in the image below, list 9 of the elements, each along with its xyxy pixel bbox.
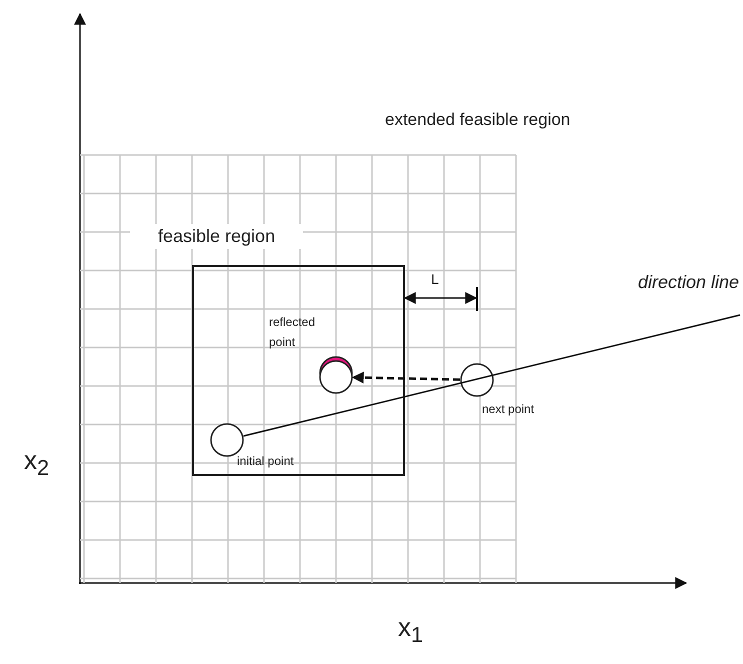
axis-label: x$_{2}$ xyxy=(24,445,50,482)
region-heading: feasible region xyxy=(130,224,304,249)
point-label: initial point xyxy=(237,453,294,470)
axis-label: x$_{1}$ xyxy=(398,612,424,648)
dashed-arrow xyxy=(352,372,460,384)
point-label: reflected point xyxy=(269,314,316,351)
point-label: next point xyxy=(482,401,534,418)
region-heading: extended feasible region xyxy=(385,110,570,130)
dimension-label: L xyxy=(431,271,439,287)
